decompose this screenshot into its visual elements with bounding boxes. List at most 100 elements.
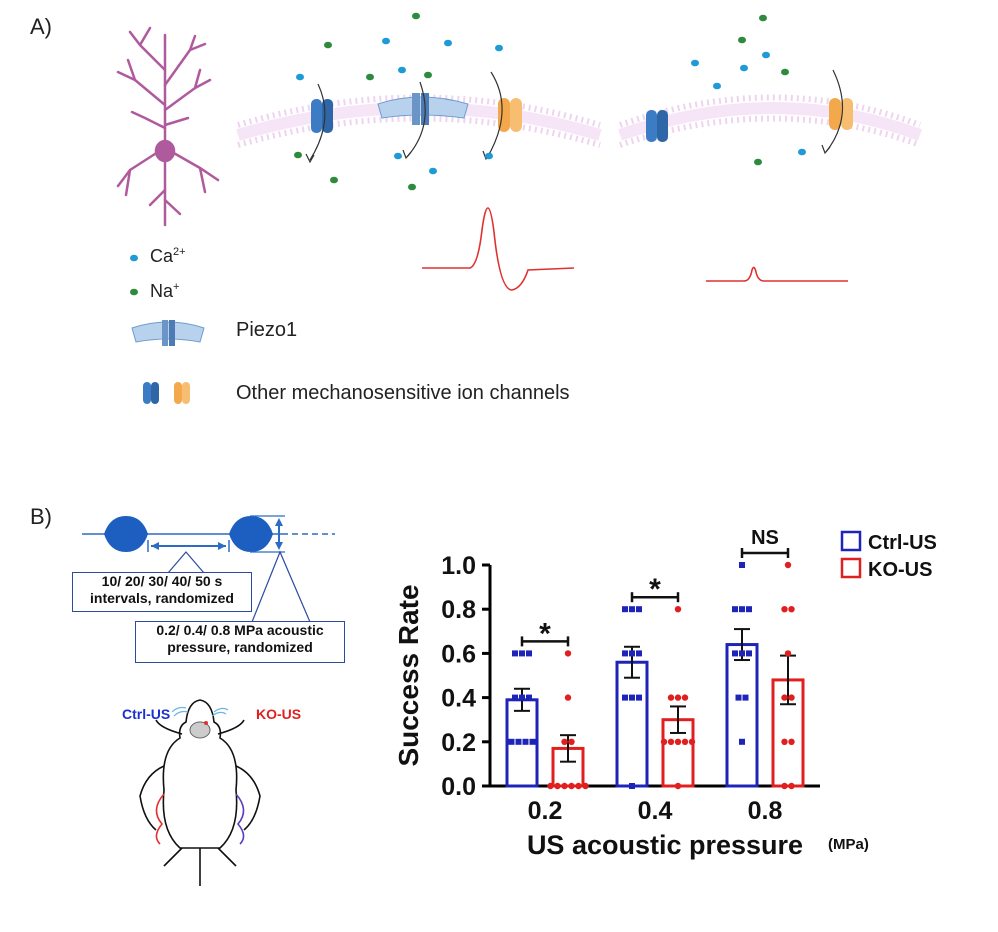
data-point-ctrl: [529, 738, 536, 745]
data-point-ctrl: [636, 694, 642, 701]
data-point-ko: [547, 782, 554, 790]
data-point-ko: [554, 782, 561, 790]
small-potential-trace: [706, 266, 848, 282]
y-tick-label: 1.0: [441, 552, 476, 580]
pressure-callout-box: 0.2/ 0.4/ 0.8 MPa acoustic pressure, ran…: [135, 621, 345, 663]
data-point-ctrl: [746, 650, 752, 657]
data-point-ko: [561, 738, 568, 745]
data-point-ko: [582, 782, 589, 790]
data-point-ctrl: [735, 694, 742, 701]
panel-a-illustration: [116, 12, 923, 404]
panel-a-label: A): [30, 14, 52, 39]
x-tick-label: 0.8: [748, 797, 783, 825]
action-potential-trace: [422, 207, 575, 291]
data-point-ctrl: [622, 650, 628, 657]
data-point-ctrl: [526, 694, 532, 701]
bar-ctrl-us-0.4: [615, 660, 649, 788]
orange-channel-icon: [829, 98, 853, 130]
data-point-ko: [674, 782, 682, 790]
data-point-ko: [564, 650, 572, 657]
data-point-ctrl: [519, 694, 525, 701]
ctrl-muscle-trace: [235, 793, 245, 845]
interval-callout-box: 10/ 20/ 30/ 40/ 50 s intervals, randomiz…: [72, 572, 252, 612]
data-point-ko: [681, 738, 689, 745]
data-point-ctrl: [739, 738, 745, 745]
calcium-legend-icon: [130, 254, 138, 262]
data-point-ctrl: [622, 694, 628, 701]
y-tick-label: 0.8: [441, 596, 476, 624]
data-point-ctrl: [739, 650, 745, 657]
other-channels-legend-icon: [143, 382, 190, 404]
data-point-ko: [781, 606, 788, 613]
data-point-ko: [784, 650, 792, 657]
ion-flow-arrows: [305, 69, 844, 164]
data-point-ko: [788, 606, 795, 613]
data-point-ctrl: [742, 694, 749, 701]
ko-muscle-trace: [155, 793, 165, 845]
y-tick-label: 0.0: [441, 773, 476, 801]
data-point-ctrl: [629, 606, 635, 613]
sodium-legend-label: Na+: [150, 281, 180, 301]
data-point-ko: [781, 694, 788, 701]
blue-channel-icon: [646, 110, 668, 142]
mouse-illustration: [139, 699, 261, 886]
ko-us-mouse-label: KO-US: [256, 706, 302, 722]
data-point-ko: [674, 694, 682, 701]
y-axis-title: Success Rate: [393, 584, 424, 766]
data-point-ko: [781, 782, 788, 790]
blue-channel-icon: [311, 99, 333, 133]
calcium-ions: [296, 37, 806, 175]
data-point-ko: [660, 738, 668, 745]
ctrl-us-mouse-label: Ctrl-US: [122, 706, 171, 722]
unit-label: (MPa): [828, 836, 869, 853]
significance-label: *: [539, 617, 551, 650]
data-point-ctrl: [512, 694, 518, 701]
data-point-ko: [674, 738, 682, 745]
data-point-ko: [681, 694, 689, 701]
sodium-ions: [294, 12, 789, 191]
data-point-ko: [688, 738, 696, 745]
y-tick-label: 0.6: [441, 640, 476, 668]
data-point-ko: [788, 782, 795, 790]
significance-label: NS: [751, 527, 779, 549]
us-pulse-icon: [229, 516, 273, 552]
legend-label-ko-us: KO-US: [868, 559, 932, 581]
data-point-ko: [788, 694, 795, 701]
piezo1-legend-label: Piezo1: [236, 319, 298, 341]
x-tick-label: 0.2: [528, 797, 563, 825]
bar-ctrl-us-0.8: [725, 643, 759, 788]
data-point-ctrl: [629, 694, 635, 701]
data-point-ctrl: [629, 650, 635, 657]
x-tick-label: 0.4: [638, 797, 673, 825]
data-point-ctrl: [629, 783, 635, 789]
data-point-ctrl: [739, 562, 745, 568]
data-point-ctrl: [732, 606, 738, 613]
y-tick-label: 0.2: [441, 729, 476, 757]
data-point-ctrl: [526, 650, 532, 657]
data-point-ctrl: [636, 606, 642, 613]
data-point-ko: [667, 738, 675, 745]
y-tick-label: 0.4: [441, 685, 476, 713]
data-point-ctrl: [522, 738, 529, 745]
data-point-ko: [781, 738, 788, 745]
data-point-ko: [564, 694, 572, 701]
significance-label: *: [649, 573, 661, 606]
data-point-ko: [784, 561, 792, 569]
x-axis-title: US acoustic pressure: [527, 830, 803, 860]
legend-label-ctrl-us: Ctrl-US: [868, 532, 937, 554]
data-point-ko: [667, 694, 675, 701]
sodium-legend-icon: [130, 288, 138, 296]
us-pulse-icon: [104, 516, 148, 552]
data-point-ctrl: [512, 650, 518, 657]
data-point-ctrl: [519, 650, 525, 657]
data-point-ko: [674, 606, 682, 613]
data-point-ctrl: [508, 738, 515, 745]
panel-b-label: B): [30, 504, 52, 529]
data-point-ko: [575, 782, 582, 790]
legend-swatch-ctrl-us: [840, 530, 862, 552]
data-point-ctrl: [739, 606, 745, 613]
calcium-legend-label: Ca2+: [150, 246, 186, 266]
ultrasound-waves-icon: [171, 706, 229, 717]
data-point-ctrl: [732, 650, 738, 657]
